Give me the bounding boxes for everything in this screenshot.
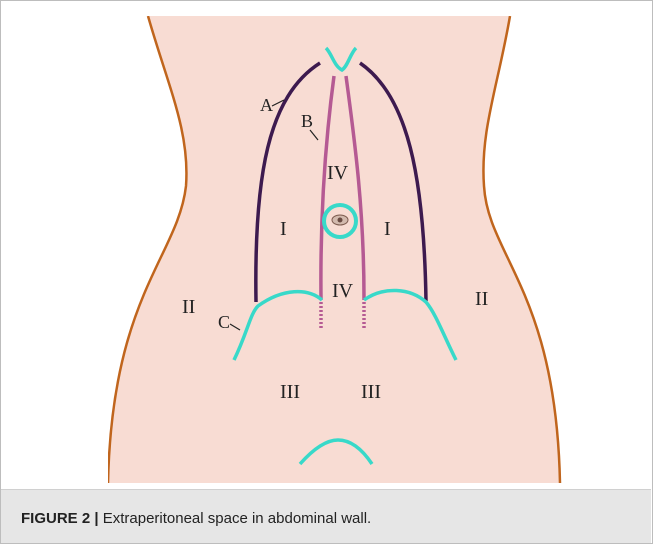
region-2-right: II xyxy=(475,288,488,310)
region-2-left: II xyxy=(182,296,195,318)
region-3-left: III xyxy=(280,381,300,403)
region-3-right: III xyxy=(361,381,381,403)
figure-caption: FIGURE 2 | Extraperitoneal space in abdo… xyxy=(21,510,371,527)
label-b: B xyxy=(301,111,313,131)
region-4-lower: IV xyxy=(332,280,354,302)
umbilicus-center xyxy=(338,218,343,223)
label-c: C xyxy=(218,312,230,332)
region-4-upper: IV xyxy=(327,162,349,184)
abdominal-wall-diagram: A B C I I II II III III IV IV xyxy=(108,16,562,483)
label-a: A xyxy=(260,95,273,115)
caption-text: Extraperitoneal space in abdominal wall. xyxy=(99,510,372,527)
caption-label: FIGURE 2 | xyxy=(21,510,99,527)
region-1-right: I xyxy=(384,218,391,240)
region-1-left: I xyxy=(280,218,287,240)
